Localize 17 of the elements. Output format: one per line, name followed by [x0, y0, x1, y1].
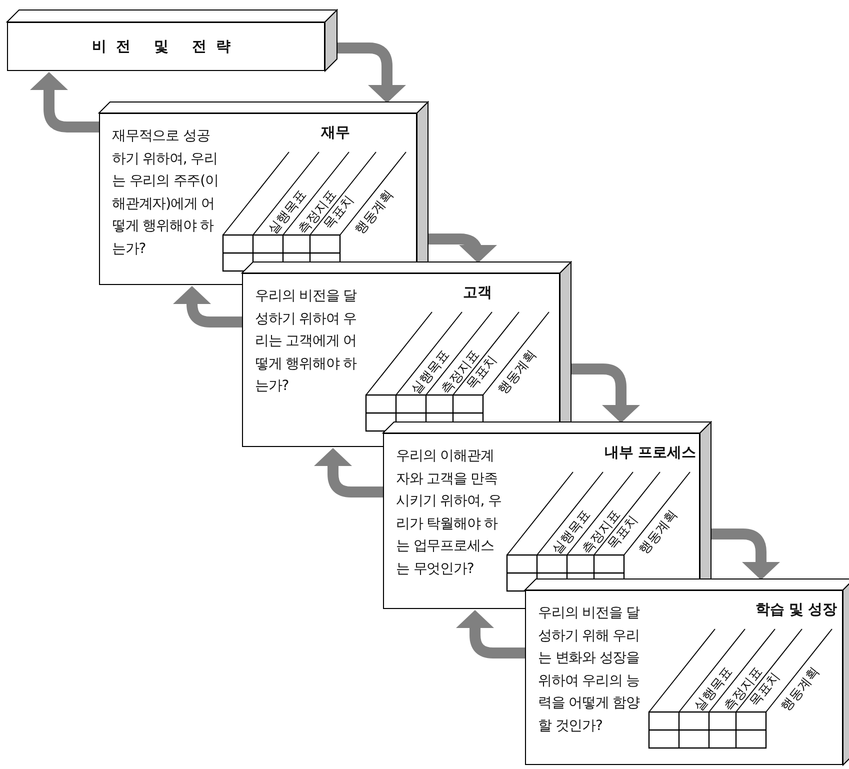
box-heading: 재무	[321, 124, 350, 142]
question-text: 재무적으로 성공하기 위하여, 우리는 우리의 주주(이해관계자)에게 어떻게 행위해야 하는가?	[112, 127, 220, 258]
box-heading: 학습 및 성장	[755, 601, 837, 619]
box-heading: 고객	[463, 284, 492, 302]
curved-arrow	[30, 72, 99, 132]
curved-arrow	[314, 448, 383, 498]
curved-arrow	[456, 610, 525, 658]
curved-arrow	[173, 286, 242, 328]
question-text: 우리의 비전을 달성하기 위해 우리는 변화와 성장을 위하여 우리의 능력을 어떻게 함양할 것인가?	[538, 604, 641, 736]
box-heading: 비전 및 전략	[90, 38, 242, 56]
box-heading: 내부 프로세스	[604, 444, 696, 462]
curved-arrow	[428, 234, 497, 263]
question-text: 우리의 이해관계자와 고객을 만족시키기 위하여, 우리가 탁월해야 하는 업무프로세스는 무엇인가?	[396, 447, 502, 578]
curved-arrow	[571, 364, 640, 423]
curved-arrow	[711, 528, 780, 580]
curved-arrow	[337, 42, 406, 103]
question-text: 우리의 비전을 달성하기 위하여 우리는 고객에게 어떻게 행위해야 하는가?	[255, 287, 358, 396]
